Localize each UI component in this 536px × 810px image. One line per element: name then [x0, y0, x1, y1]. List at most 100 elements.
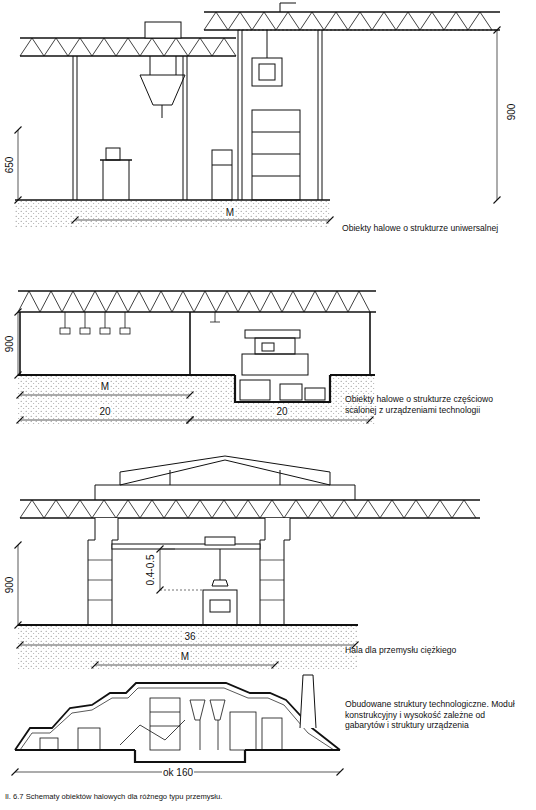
section-description: Obiekty halowe o strukturze uniwersalnej	[342, 223, 532, 234]
drawing-stroke	[176, 56, 177, 75]
drawing-stroke	[15, 749, 135, 751]
drawing-stroke	[337, 769, 344, 776]
drawing-stroke	[20, 12, 500, 56]
drawing-stroke	[92, 662, 99, 669]
drawing-stroke	[220, 549, 221, 580]
drawing-stroke	[157, 546, 164, 553]
drawing-stroke	[18, 624, 358, 626]
drawing-stroke	[18, 311, 376, 312]
drawing-stroke	[88, 518, 118, 625]
drawing-stroke	[18, 375, 375, 425]
section-description: Hala dla przemysłu ciężkiego	[345, 645, 530, 656]
drawing-stroke	[65, 312, 66, 328]
drawing-stroke	[210, 600, 230, 612]
drawing-stroke	[327, 217, 334, 224]
drawing-stroke	[242, 354, 308, 375]
drawing-stroke	[20, 38, 236, 56]
drawing-stroke	[20, 55, 236, 56]
drawing-stroke	[15, 127, 22, 134]
drawing-stroke	[129, 160, 130, 200]
drawing-stroke	[15, 542, 22, 549]
drawing-stroke	[19, 312, 21, 375]
drawing-stroke	[267, 30, 268, 58]
drawing-stroke	[272, 662, 279, 669]
drawing-stroke	[40, 698, 282, 750]
drawing-stroke	[204, 29, 500, 30]
drawing-stroke	[260, 518, 290, 625]
drawing-stroke	[80, 328, 90, 334]
dimension-label: 36	[183, 631, 196, 642]
dimension-label: 20	[98, 406, 111, 417]
drawing-stroke	[20, 499, 480, 500]
dimension-label: 900	[4, 576, 15, 595]
drawing-stroke	[212, 150, 232, 200]
drawing-stroke	[259, 64, 275, 80]
drawing-stroke	[255, 338, 295, 354]
drawing-stroke	[88, 560, 112, 561]
drawing-stroke	[238, 30, 239, 200]
drawing-stroke	[15, 683, 340, 750]
section-description: Obiekty halowe o strukturze częściowo sc…	[345, 394, 505, 415]
drawing-stroke	[85, 312, 86, 328]
drawing-stroke	[205, 537, 235, 545]
drawing-stroke	[162, 105, 163, 118]
drawing-stroke	[494, 197, 501, 204]
drawing-stroke	[95, 665, 275, 666]
section-description: Obudowane struktury technologiczne. Modu…	[345, 699, 520, 731]
drawing-stroke	[18, 291, 376, 312]
drawing-stroke	[210, 700, 225, 720]
drawing-stroke	[140, 75, 185, 105]
dimension-label: 900	[506, 103, 517, 122]
drawing-stroke	[125, 312, 126, 328]
drawing-stroke	[252, 154, 300, 155]
illustration	[12, 3, 501, 776]
drawing-stroke	[145, 22, 181, 38]
drawing-stroke	[20, 500, 476, 518]
drawing-stroke	[187, 56, 188, 200]
drawing-stroke	[318, 30, 319, 200]
drawing-stroke	[150, 698, 180, 750]
drawing-stroke	[494, 27, 501, 34]
drawing-stroke	[190, 700, 205, 720]
drawing-stroke	[280, 3, 281, 12]
drawing-stroke	[240, 380, 270, 400]
drawing-stroke	[15, 622, 22, 629]
drawing-stroke	[212, 165, 232, 166]
drawing-stroke	[252, 176, 300, 177]
drawing-stroke	[120, 328, 130, 334]
drawing-stroke	[252, 110, 300, 200]
drawing-stroke	[238, 30, 497, 31]
drawing-stroke	[95, 456, 355, 500]
drawing-stroke	[17, 417, 24, 424]
drawing-stroke	[88, 580, 112, 581]
drawing-stroke	[103, 160, 104, 200]
drawing-stroke	[369, 312, 371, 375]
drawing-stroke	[252, 58, 282, 86]
drawing-stroke	[60, 312, 220, 334]
drawing-stroke	[17, 642, 24, 649]
drawing-stroke	[73, 56, 74, 200]
drawing-stroke	[18, 291, 370, 312]
drawing-stroke	[367, 417, 374, 424]
drawing-stroke	[330, 374, 375, 376]
drawing-stroke	[280, 3, 296, 4]
drawing-stroke	[204, 12, 492, 30]
drawing-stroke	[218, 720, 219, 750]
drawing-stroke	[242, 30, 243, 200]
drawing-stroke	[160, 590, 203, 591]
drawing-stroke	[72, 217, 79, 224]
drawing-stroke	[210, 312, 220, 322]
dimension-label: 650	[4, 156, 15, 175]
drawing-stroke	[18, 312, 19, 375]
drawing-stroke	[260, 600, 284, 601]
drawing-stroke	[262, 718, 282, 750]
drawing-stroke	[100, 328, 110, 334]
drawing-stroke	[60, 328, 70, 334]
drawing-stroke	[18, 625, 358, 670]
drawing-stroke	[18, 130, 19, 200]
drawing-stroke	[17, 392, 24, 399]
drawing-stroke	[187, 392, 194, 399]
drawing-stroke	[212, 580, 228, 586]
drawing-stroke	[160, 549, 161, 590]
drawing-stroke	[260, 560, 284, 561]
